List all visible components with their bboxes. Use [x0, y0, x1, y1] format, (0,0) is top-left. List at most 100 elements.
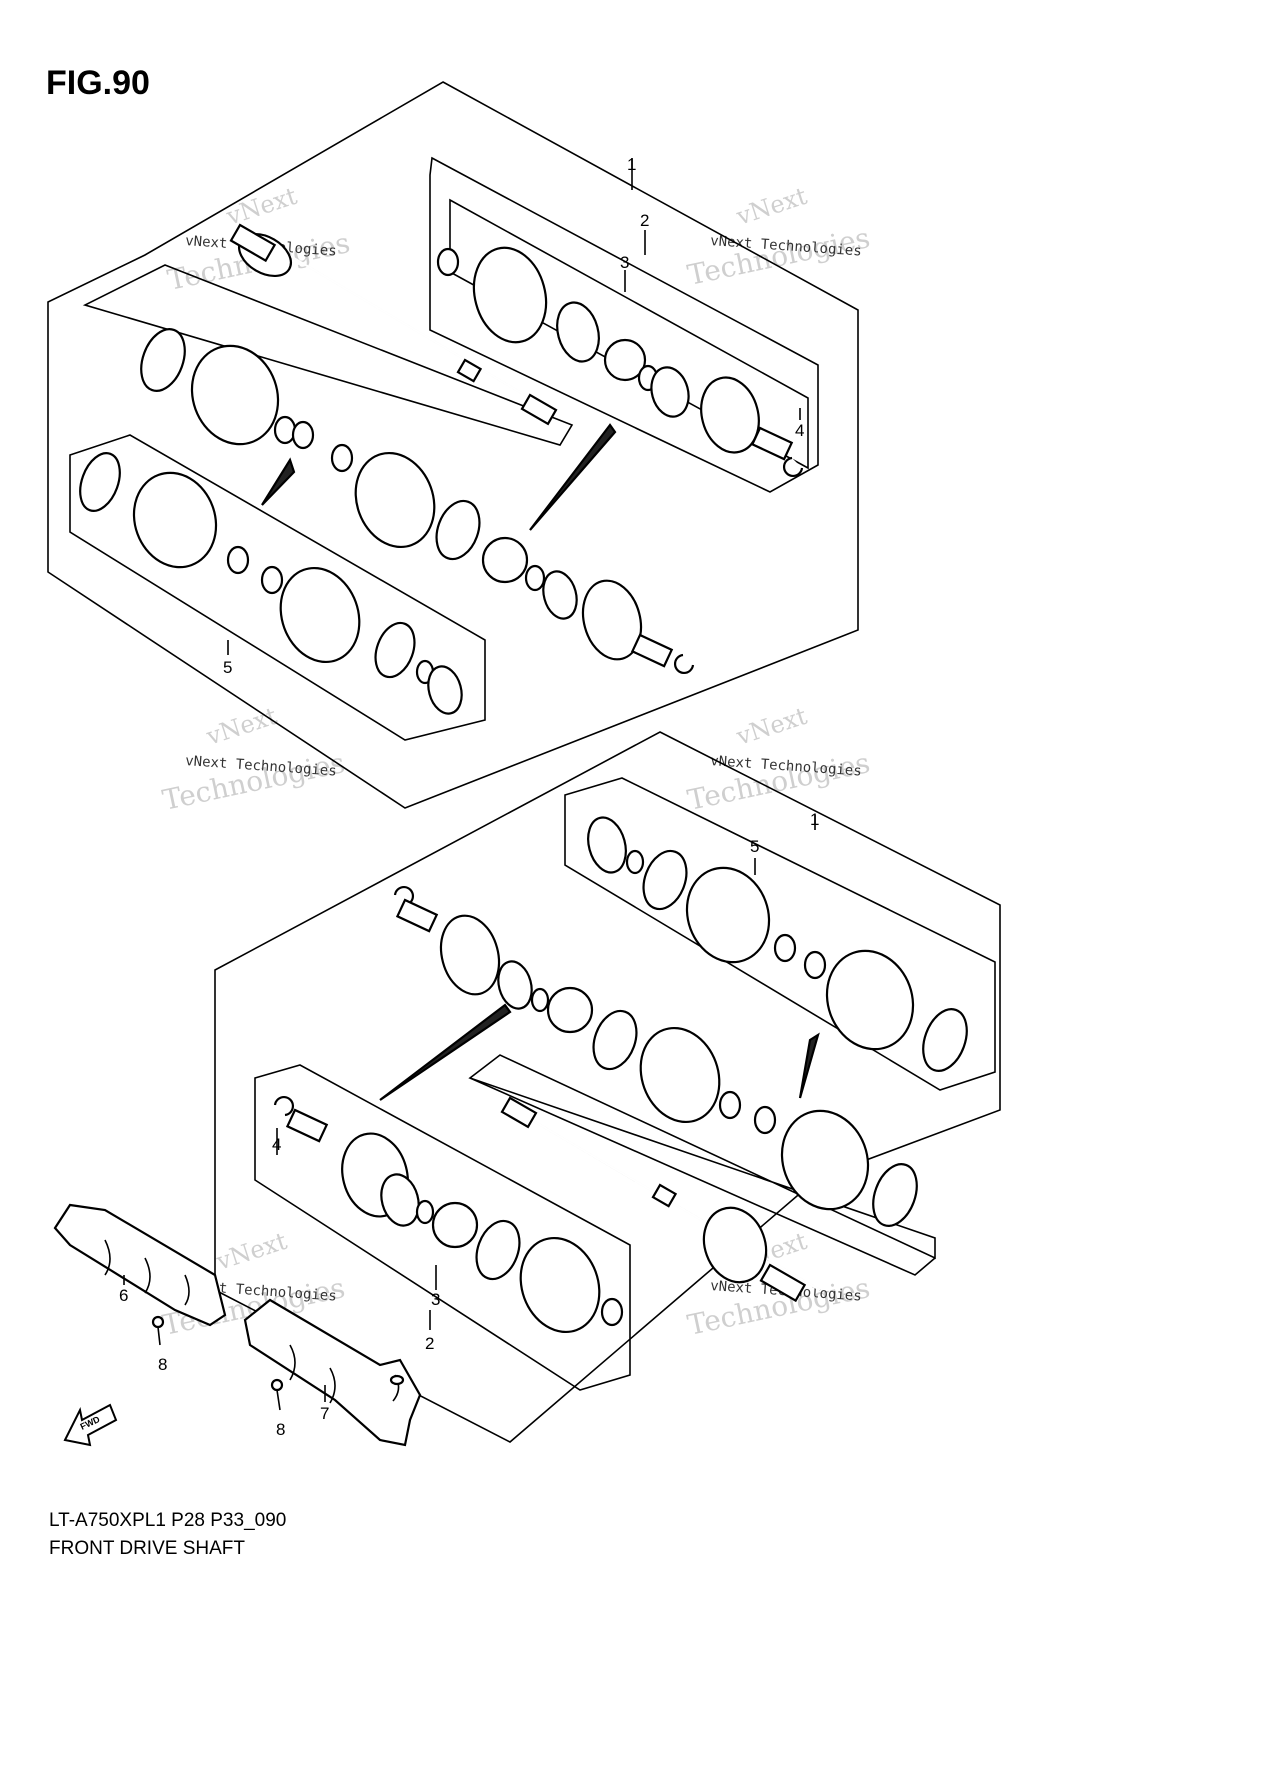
boot-band-small [273, 415, 297, 445]
boot-band-small-c [330, 443, 354, 473]
band-5-large [79, 452, 121, 512]
lower-axle-spline-inner [500, 1096, 538, 1129]
guard-7-hole [389, 1374, 405, 1386]
svg-text:vNext: vNext [222, 182, 300, 231]
outer-joint-spline-lower [285, 1108, 329, 1143]
lower-assembly-2-box [254, 1064, 631, 1391]
guard-plate-6 [53, 1203, 227, 1327]
band-lower-middle-small [718, 1090, 742, 1120]
circlip-5 [427, 665, 463, 715]
snap-ring-4-lower [273, 1096, 294, 1117]
circlip-lower-2 [380, 1173, 420, 1227]
callout-upper-1: 1 [627, 155, 636, 174]
band-5-large-b [374, 621, 416, 679]
band-lower-2-large [475, 1219, 521, 1281]
boot-outer [472, 246, 548, 344]
svg-text:vNext: vNext [212, 1227, 290, 1276]
callout-upper-2: 2 [640, 211, 649, 230]
circlip-middle [542, 570, 578, 620]
ring-middle [524, 564, 546, 592]
boot-clamp-small [436, 247, 460, 277]
section-name: FRONT DRIVE SHAFT [49, 1538, 245, 1559]
callout-6: 6 [119, 1286, 128, 1305]
snap-ring-4 [783, 456, 804, 477]
upper-assembly-5-parts [79, 452, 463, 715]
lower-axle-shaft [500, 1096, 821, 1303]
upper-assembly-2-parts [436, 246, 804, 477]
upper-axle-spline-outer [520, 393, 558, 426]
figure-title: FIG.90 [46, 64, 150, 102]
boot-inner [190, 344, 280, 446]
pointer-wedge-upper-left [261, 457, 296, 506]
band-lower-middle-large [592, 1009, 638, 1071]
boot-band-large-b [435, 499, 481, 561]
ring-lower-5 [625, 849, 645, 875]
joint-cage-lower-2 [431, 1201, 479, 1249]
callout-lower-1: 1 [810, 810, 819, 829]
callout-7: 7 [320, 1404, 329, 1423]
band-lower-5-small-b [803, 950, 827, 980]
lower-assembly-outline [214, 731, 1001, 1443]
model-code: LT-A750XPL1 P28 P33_090 [49, 1510, 287, 1531]
callout-upper-5: 5 [223, 658, 232, 677]
callout-upper-3: 3 [620, 253, 629, 272]
snap-ring-middle [674, 653, 695, 674]
pointer-wedge-lower-right [798, 1032, 820, 1099]
circlip-lower-5 [587, 816, 627, 874]
joint-cage-lower-middle [546, 986, 594, 1034]
lower-assembly-5-box [564, 777, 996, 1091]
band-lower-2-small [600, 1297, 624, 1327]
circlip [650, 366, 690, 418]
pointer-wedge-upper-right [529, 423, 617, 531]
band-5-small [226, 545, 250, 575]
inner-joint-housing-lower [439, 914, 501, 996]
callout-lower-3: 3 [431, 1290, 440, 1309]
bolt-8-right [270, 1378, 284, 1411]
upper-assembly-1-outline [429, 156, 819, 493]
outer-joint-spline [750, 426, 794, 461]
boot-lower-outer [780, 1109, 870, 1211]
lower-axle-box-edge [469, 1077, 936, 1276]
band-lower-5-large [642, 849, 688, 911]
forward-arrow-icon: FWD [63, 1403, 118, 1447]
watermark-mid-left: vNext Technologies vNext Technologies [160, 702, 348, 817]
circlip-lower-middle [497, 960, 533, 1010]
svg-text:vNext: vNext [732, 182, 810, 231]
band-lower-5-small [773, 933, 797, 963]
boot-band-large [140, 328, 186, 392]
boot-lower-5-inner [685, 866, 771, 964]
svg-text:vNext: vNext [202, 702, 280, 751]
boot-5-outer [279, 566, 361, 664]
inner-joint-spline [630, 633, 674, 668]
boot-band-small-b [291, 420, 315, 450]
callout-8-right: 8 [276, 1420, 285, 1439]
lower-assembly-2-parts [273, 1096, 624, 1334]
upper-boot-set-middle [140, 328, 695, 674]
outer-joint-housing [700, 376, 760, 454]
upper-assembly-5-box [69, 434, 486, 741]
band-lower-middle-small-b [753, 1105, 777, 1135]
callout-lower-4: 4 [272, 1135, 281, 1154]
upper-axle-box [82, 264, 574, 446]
upper-assembly-2-box [449, 198, 809, 470]
band-lower-large [872, 1163, 918, 1227]
boot-5-inner [132, 471, 218, 569]
svg-text:vNext: vNext [732, 702, 810, 751]
watermark-top-right: vNext Technologies vNext Technologies [685, 182, 873, 292]
upper-assembly-outline [47, 81, 859, 809]
inner-joint-spline-lower [395, 898, 439, 933]
joint-cage-middle [481, 536, 529, 584]
joint-cage [603, 338, 647, 382]
callout-lower-5: 5 [750, 837, 759, 856]
boot-clamp-large [556, 301, 600, 363]
lower-axle-hub [702, 1206, 768, 1284]
boot-lower-2 [519, 1236, 601, 1334]
upper-axle-spline-inner [229, 223, 277, 263]
band-5-small-b [260, 565, 284, 595]
lower-axle-spline-outer [759, 1263, 807, 1303]
bolt-8-left [151, 1315, 165, 1346]
band-lower-5-large-b [922, 1008, 968, 1072]
boot-lower-5-outer [825, 949, 915, 1051]
boot-outer-middle [354, 451, 436, 549]
